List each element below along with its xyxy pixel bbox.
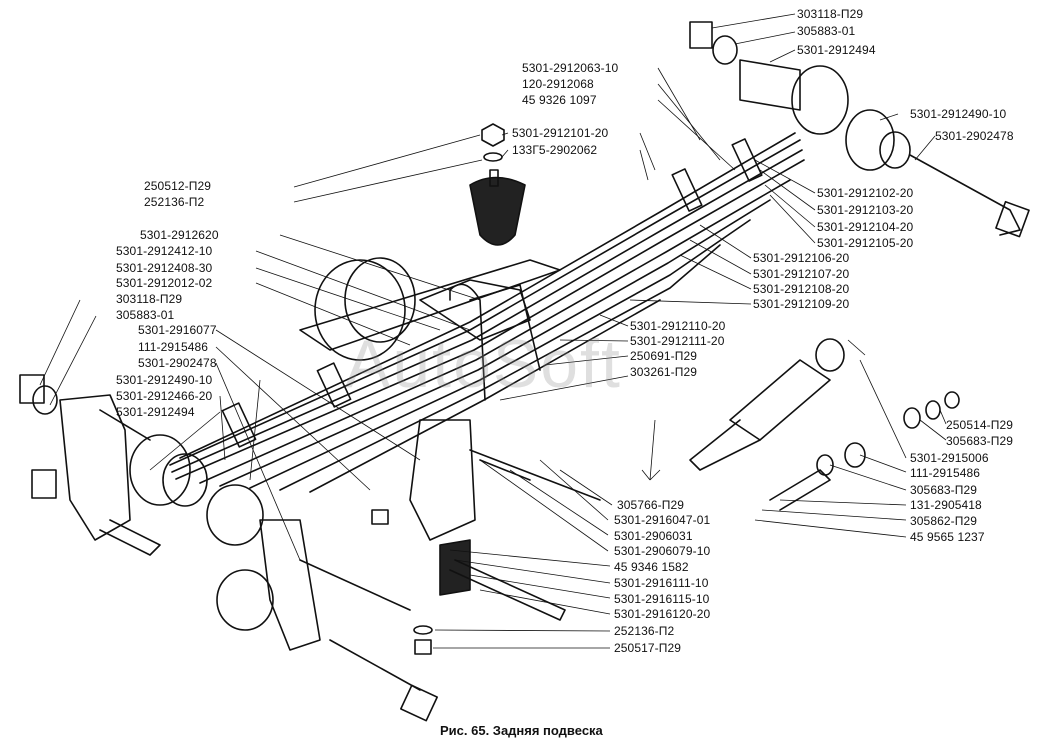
label-top-right-3: 5301-2912494: [797, 43, 876, 57]
figure-caption: Рис. 65. Задняя подвеска: [440, 723, 603, 738]
label-leaf-5: 5301-2912106-20: [753, 251, 850, 265]
label-bottom-2: 5301-2916047-01: [614, 513, 711, 527]
label-leaf-2: 5301-2912103-20: [817, 203, 914, 217]
label-bumper-left-2: 252136-П2: [144, 195, 205, 209]
label-bottom-7: 5301-2916115-10: [614, 592, 710, 606]
label-left-11: 5301-2912466-20: [116, 389, 213, 403]
label-left-2: 5301-2912412-10: [116, 244, 213, 258]
label-leaf-7: 5301-2912108-20: [753, 282, 850, 296]
bump-stop: [469, 123, 526, 246]
leader-lines: [39, 13, 947, 649]
label-right-bushing-1: 5301-2912490-10: [910, 107, 1007, 121]
label-leaf-10: 5301-2912111-20: [630, 334, 725, 348]
watermark: AutoSoft: [345, 326, 622, 402]
right-spring-eye: [689, 21, 1030, 238]
label-shock-6: 131-2905418: [910, 498, 982, 512]
label-left-7: 5301-2916077: [138, 323, 217, 337]
label-left-5: 303118-П29: [116, 292, 183, 306]
label-bumper-left-1: 250512-П29: [144, 179, 212, 193]
label-left-12: 5301-2912494: [116, 405, 195, 419]
label-left-3: 5301-2912408-30: [116, 261, 213, 275]
label-leaf-12: 303261-П29: [630, 365, 698, 379]
label-bottom-5: 45 9346 1582: [614, 560, 689, 574]
label-leaf-11: 250691-П29: [630, 349, 698, 363]
label-bottom-10: 250517-П29: [614, 641, 682, 655]
label-leaf-3: 5301-2912104-20: [817, 220, 914, 234]
label-leaf-1: 5301-2912102-20: [817, 186, 914, 200]
label-shock-2: 305683-П29: [946, 434, 1014, 448]
label-left-6: 305883-01: [116, 308, 175, 322]
label-top-right-2: 305883-01: [797, 24, 856, 38]
label-right-bushing-2: 5301-2902478: [935, 129, 1014, 143]
shock-absorber: [689, 338, 960, 511]
label-upper-center-2: 120-2912068: [522, 77, 594, 91]
label-leaf-6: 5301-2912107-20: [753, 267, 850, 281]
label-left-10: 5301-2912490-10: [116, 373, 213, 387]
label-bottom-4: 5301-2906079-10: [614, 544, 711, 558]
label-leaf-9: 5301-2912110-20: [630, 319, 726, 333]
label-upper-center-3: 45 9326 1097: [522, 93, 597, 107]
label-bumper-2: 133Г5-2902062: [512, 143, 598, 157]
left-spring-shackle: [19, 374, 438, 722]
label-left-8: 111-2915486: [138, 340, 209, 354]
label-bottom-3: 5301-2906031: [614, 529, 693, 543]
label-upper-center-1: 5301-2912063-10: [522, 61, 619, 75]
axle-housing: [299, 257, 561, 361]
label-shock-1: 250514-П29: [946, 418, 1014, 432]
label-shock-3: 5301-2915006: [910, 451, 989, 465]
label-top-right-1: 303118-П29: [797, 7, 864, 21]
label-bottom-9: 252136-П2: [614, 624, 675, 638]
label-left-1: 5301-2912620: [140, 228, 219, 242]
stabilizer-bracket: [371, 419, 601, 655]
label-bottom-8: 5301-2916120-20: [614, 607, 711, 621]
label-shock-4: 111-2915486: [910, 466, 981, 480]
label-shock-7: 305862-П29: [910, 514, 978, 528]
label-leaf-4: 5301-2912105-20: [817, 236, 914, 250]
label-bottom-1: 305766-П29: [617, 498, 685, 512]
label-leaf-8: 5301-2912109-20: [753, 297, 850, 311]
label-shock-8: 45 9565 1237: [910, 530, 985, 544]
label-left-9: 5301-2902478: [138, 356, 217, 370]
label-left-4: 5301-2912012-02: [116, 276, 213, 290]
label-bottom-6: 5301-2916111-10: [614, 576, 709, 590]
label-bumper-1: 5301-2912101-20: [512, 126, 609, 140]
label-shock-5: 305683-П29: [910, 483, 978, 497]
leaf-spring: [169, 132, 805, 493]
